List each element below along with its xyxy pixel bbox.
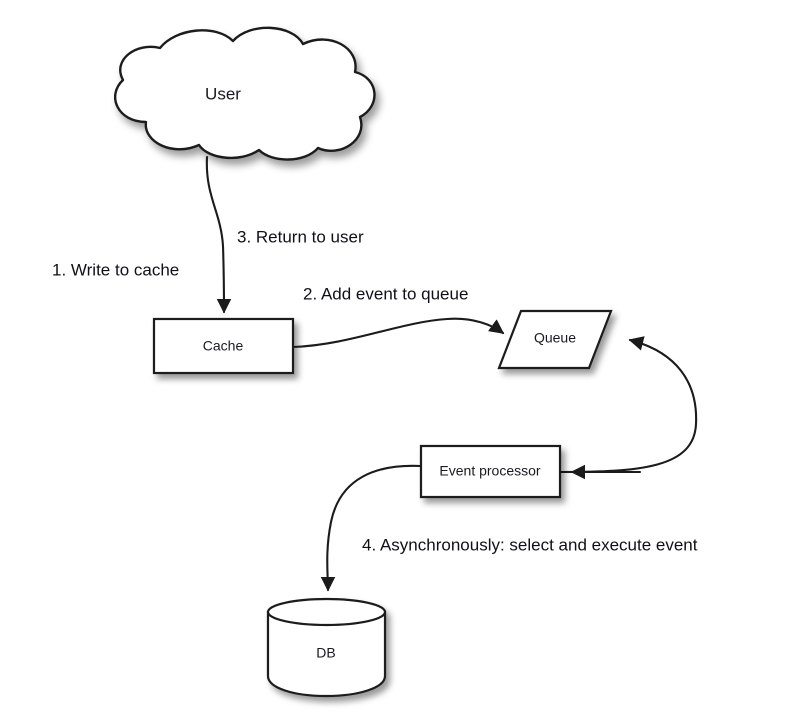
edge-label-step-1: 1. Write to cache (52, 260, 179, 279)
node-cache-label: Cache (203, 338, 244, 354)
edge-cache-to-queue-path (291, 317, 505, 349)
node-queue-shape (497, 309, 613, 370)
edge-event-processor-to-db (320, 464, 423, 592)
edge-label-step-3: 3. Return to user (237, 227, 364, 246)
edge-cache-to-queue (291, 317, 505, 349)
edge-event-processor-to-queue (558, 336, 698, 474)
node-cache-rect (152, 317, 295, 375)
node-db[interactable]: DB (266, 597, 387, 698)
node-event-processor-label: Event processor (439, 463, 540, 479)
node-cache[interactable]: Cache (152, 317, 295, 375)
edge-label-step-4: 4. Asynchronously: select and execute ev… (362, 535, 698, 554)
node-user-label: User (205, 84, 241, 103)
edge-user-to-cache-path (205, 155, 232, 314)
node-user[interactable]: User (113, 26, 376, 161)
edge-event-processor-to-db-path (320, 464, 423, 592)
node-queue-label: Queue (534, 330, 576, 346)
node-db-top-ellipse (266, 597, 387, 627)
node-event-processor-rect (419, 444, 562, 499)
edge-user-to-cache (205, 155, 232, 314)
node-db-body (266, 610, 387, 698)
edge-event-processor-to-queue-path (558, 336, 698, 474)
edge-label-step-2: 2. Add event to queue (303, 284, 468, 303)
node-event-processor[interactable]: Event processor (419, 444, 562, 499)
node-db-label: DB (316, 645, 335, 661)
node-queue[interactable]: Queue (497, 309, 613, 370)
